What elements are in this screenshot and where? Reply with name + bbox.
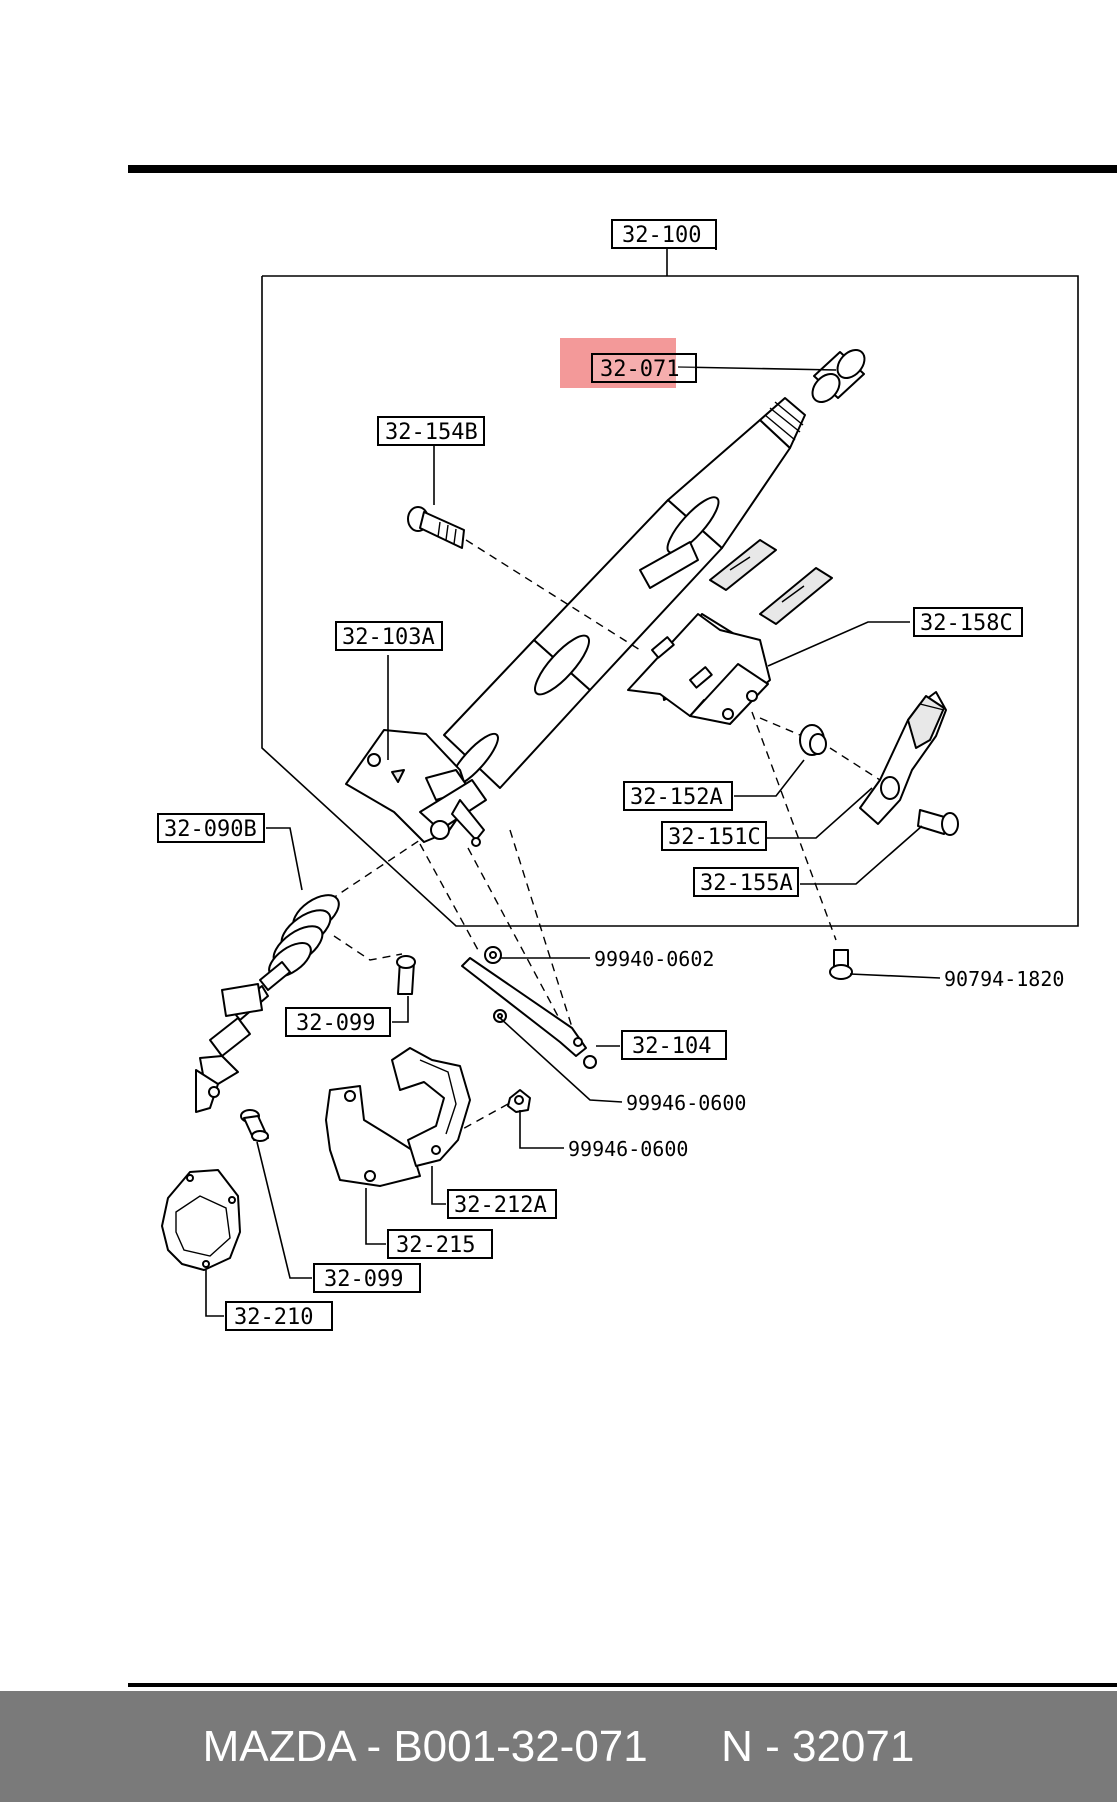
assembly-frame [261, 275, 1079, 927]
callout-32-152A: 32-152A [623, 781, 733, 811]
callout-32-071: 32-071 [591, 353, 697, 383]
brace-part [461, 957, 597, 1069]
callout-32-151C: 32-151C [661, 821, 767, 851]
callout-32-103A: 32-103A [335, 621, 443, 651]
footer-gap [648, 1722, 721, 1772]
mount-bracket-part [627, 613, 771, 725]
bolt-32-099-lower [240, 1109, 269, 1142]
part-number-99946-0600-a: 99946-0600 [626, 1091, 746, 1115]
footer-part-number: MAZDA - B001-32-071 [202, 1721, 648, 1771]
callout-text: 32-158C [920, 611, 1013, 636]
callout-32-100: 32-100 [611, 219, 717, 250]
boot-part [161, 1169, 241, 1271]
callout-text: 32-104 [632, 1034, 711, 1059]
callout-32-099-upper: 32-099 [285, 1007, 391, 1037]
cover-part [325, 1085, 421, 1187]
part-number-99940-0602: 99940-0602 [594, 947, 714, 971]
callout-32-212A: 32-212A [447, 1189, 557, 1219]
top-rule [128, 165, 1117, 173]
footer-alt-number: N - 32071 [721, 1721, 915, 1771]
callout-32-158C: 32-158C [913, 607, 1023, 637]
callout-text: 32-090B [164, 817, 257, 842]
callout-text: 32-155A [700, 871, 793, 896]
nut-99946-0600-a [493, 1009, 507, 1023]
lever-bolt-part [917, 809, 959, 836]
callout-text: 32-100 [622, 223, 701, 248]
callout-text: 32-099 [324, 1267, 403, 1292]
universal-joint-part [195, 839, 421, 1113]
shims [709, 539, 833, 625]
callout-text: 32-210 [234, 1305, 313, 1330]
bearing-part [811, 349, 866, 403]
callout-32-215: 32-215 [387, 1229, 493, 1259]
callout-32-099-lower: 32-099 [313, 1263, 421, 1293]
tilt-lever-part [859, 691, 947, 825]
callout-text: 32-103A [342, 625, 435, 650]
lower-bracket-part [345, 729, 487, 847]
callout-text: 32-212A [454, 1193, 547, 1218]
bottom-rule [128, 1683, 1117, 1687]
callout-32-155A: 32-155A [693, 867, 799, 897]
callout-text: 32-071 [600, 357, 679, 382]
bushing-part [759, 717, 881, 781]
steering-column-shaft [443, 397, 806, 789]
part-number-90794-1820: 90794-1820 [944, 967, 1064, 991]
callout-text: 32-154B [385, 420, 478, 445]
nut-99946-0600-b [449, 1089, 531, 1137]
callout-32-104: 32-104 [621, 1030, 727, 1060]
part-number-99946-0600-b: 99946-0600 [568, 1137, 688, 1161]
cover-bracket-part [391, 1047, 471, 1167]
callout-text: 32-099 [296, 1011, 375, 1036]
far-bolt-part [751, 711, 853, 980]
callout-32-154B: 32-154B [377, 416, 485, 446]
callout-text: 32-151C [668, 825, 761, 850]
highlight-marker [560, 338, 676, 388]
callout-32-210: 32-210 [225, 1301, 333, 1331]
footer-bar: MAZDA - B001-32-071 N - 32071 [0, 1691, 1117, 1802]
callout-text: 32-152A [630, 785, 723, 810]
callout-text: 32-215 [396, 1233, 475, 1258]
bolt-32-099-upper [333, 935, 416, 995]
nut-99940-0602 [484, 946, 502, 964]
callout-32-090B: 32-090B [157, 813, 265, 843]
parts-diagram: 32-100 32-071 32-154B 32-103A 32-158C 32… [128, 165, 1117, 1687]
top-bolt-part [407, 506, 641, 651]
